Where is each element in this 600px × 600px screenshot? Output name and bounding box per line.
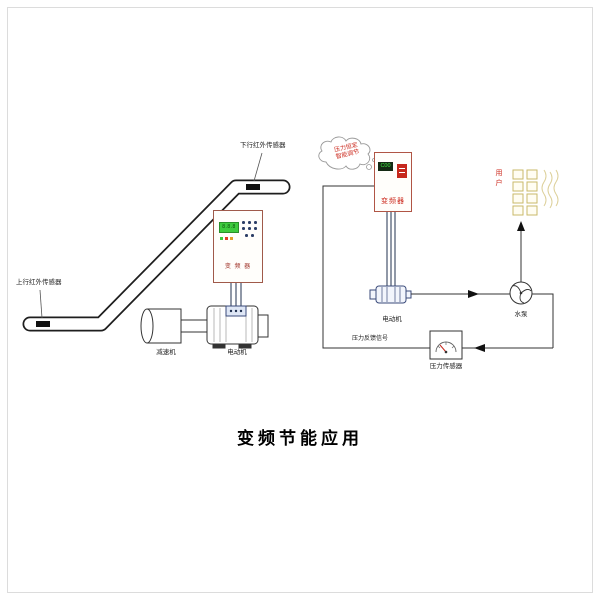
inverter-box-left: 8.8.8 变 频 器 <box>213 210 263 283</box>
inverter-label-left: 变 频 器 <box>224 264 252 270</box>
motor-to-pump-line <box>411 290 510 298</box>
feedback-loop <box>322 185 554 352</box>
brand-logo <box>397 164 407 178</box>
reducer-label: 减速机 <box>156 349 176 356</box>
down-sensor-label: 下行红外传感器 <box>240 142 286 149</box>
pump-label: 水泵 <box>514 311 528 318</box>
motor-right-symbol <box>369 285 412 304</box>
left-inverter-wires <box>230 283 242 307</box>
logo-text-line <box>399 168 405 169</box>
page-title: 变频节能应用 <box>237 429 363 448</box>
keypad-button[interactable] <box>254 227 257 230</box>
steam-wave <box>541 169 547 207</box>
indicator-leds <box>220 237 240 241</box>
down-sensor-leader-line <box>253 152 263 182</box>
up-arrow <box>517 221 525 231</box>
reducer-symbol <box>140 308 208 344</box>
up-sensor-label: 上行红外传感器 <box>16 279 62 286</box>
led-red <box>225 237 228 240</box>
page-border <box>7 7 593 593</box>
feedback-signal-label: 压力反馈信号 <box>352 336 389 342</box>
motor-left-label: 电动机 <box>227 349 247 356</box>
motor-left-symbol <box>206 305 269 349</box>
inverter-box-right: C00 变频器 <box>374 152 412 212</box>
inverter-display-left: 8.8.8 <box>219 222 239 233</box>
user-label-line2: 户 <box>495 180 503 187</box>
steam-wave <box>553 169 559 207</box>
up-sensor-mark <box>36 321 50 327</box>
pump-symbol <box>509 281 533 305</box>
escalator-handrail <box>22 179 291 332</box>
keypad-button[interactable] <box>245 234 248 237</box>
pressure-sensor-symbol <box>429 330 463 360</box>
pump-to-user-line <box>517 221 525 282</box>
keypad-button[interactable] <box>242 227 245 230</box>
left-arrow <box>474 344 485 352</box>
inverter-keypad <box>242 221 258 243</box>
led-green <box>220 237 223 240</box>
keypad-button[interactable] <box>248 227 251 230</box>
keypad-button[interactable] <box>251 234 254 237</box>
user-label: 用 户 <box>493 169 505 189</box>
pressure-sensor-label: 压力传感器 <box>429 363 463 370</box>
up-sensor-leader-line <box>39 289 43 319</box>
gauge-needle <box>439 344 447 353</box>
steam-wave <box>547 171 553 209</box>
keypad-button[interactable] <box>242 221 245 224</box>
right-inverter-wires <box>386 212 396 286</box>
keypad-button[interactable] <box>248 221 251 224</box>
inverter-label-right: 变频器 <box>381 198 405 205</box>
thought-cloud <box>318 136 376 170</box>
user-label-line1: 用 <box>495 170 503 177</box>
right-arrow <box>468 290 479 298</box>
logo-text-line <box>399 172 405 173</box>
inverter-display-right: C00 <box>378 162 393 171</box>
keypad-button[interactable] <box>254 221 257 224</box>
motor-right-label: 电动机 <box>382 316 402 323</box>
user-building <box>512 169 559 216</box>
led-amber <box>230 237 233 240</box>
down-sensor-mark <box>246 184 260 190</box>
